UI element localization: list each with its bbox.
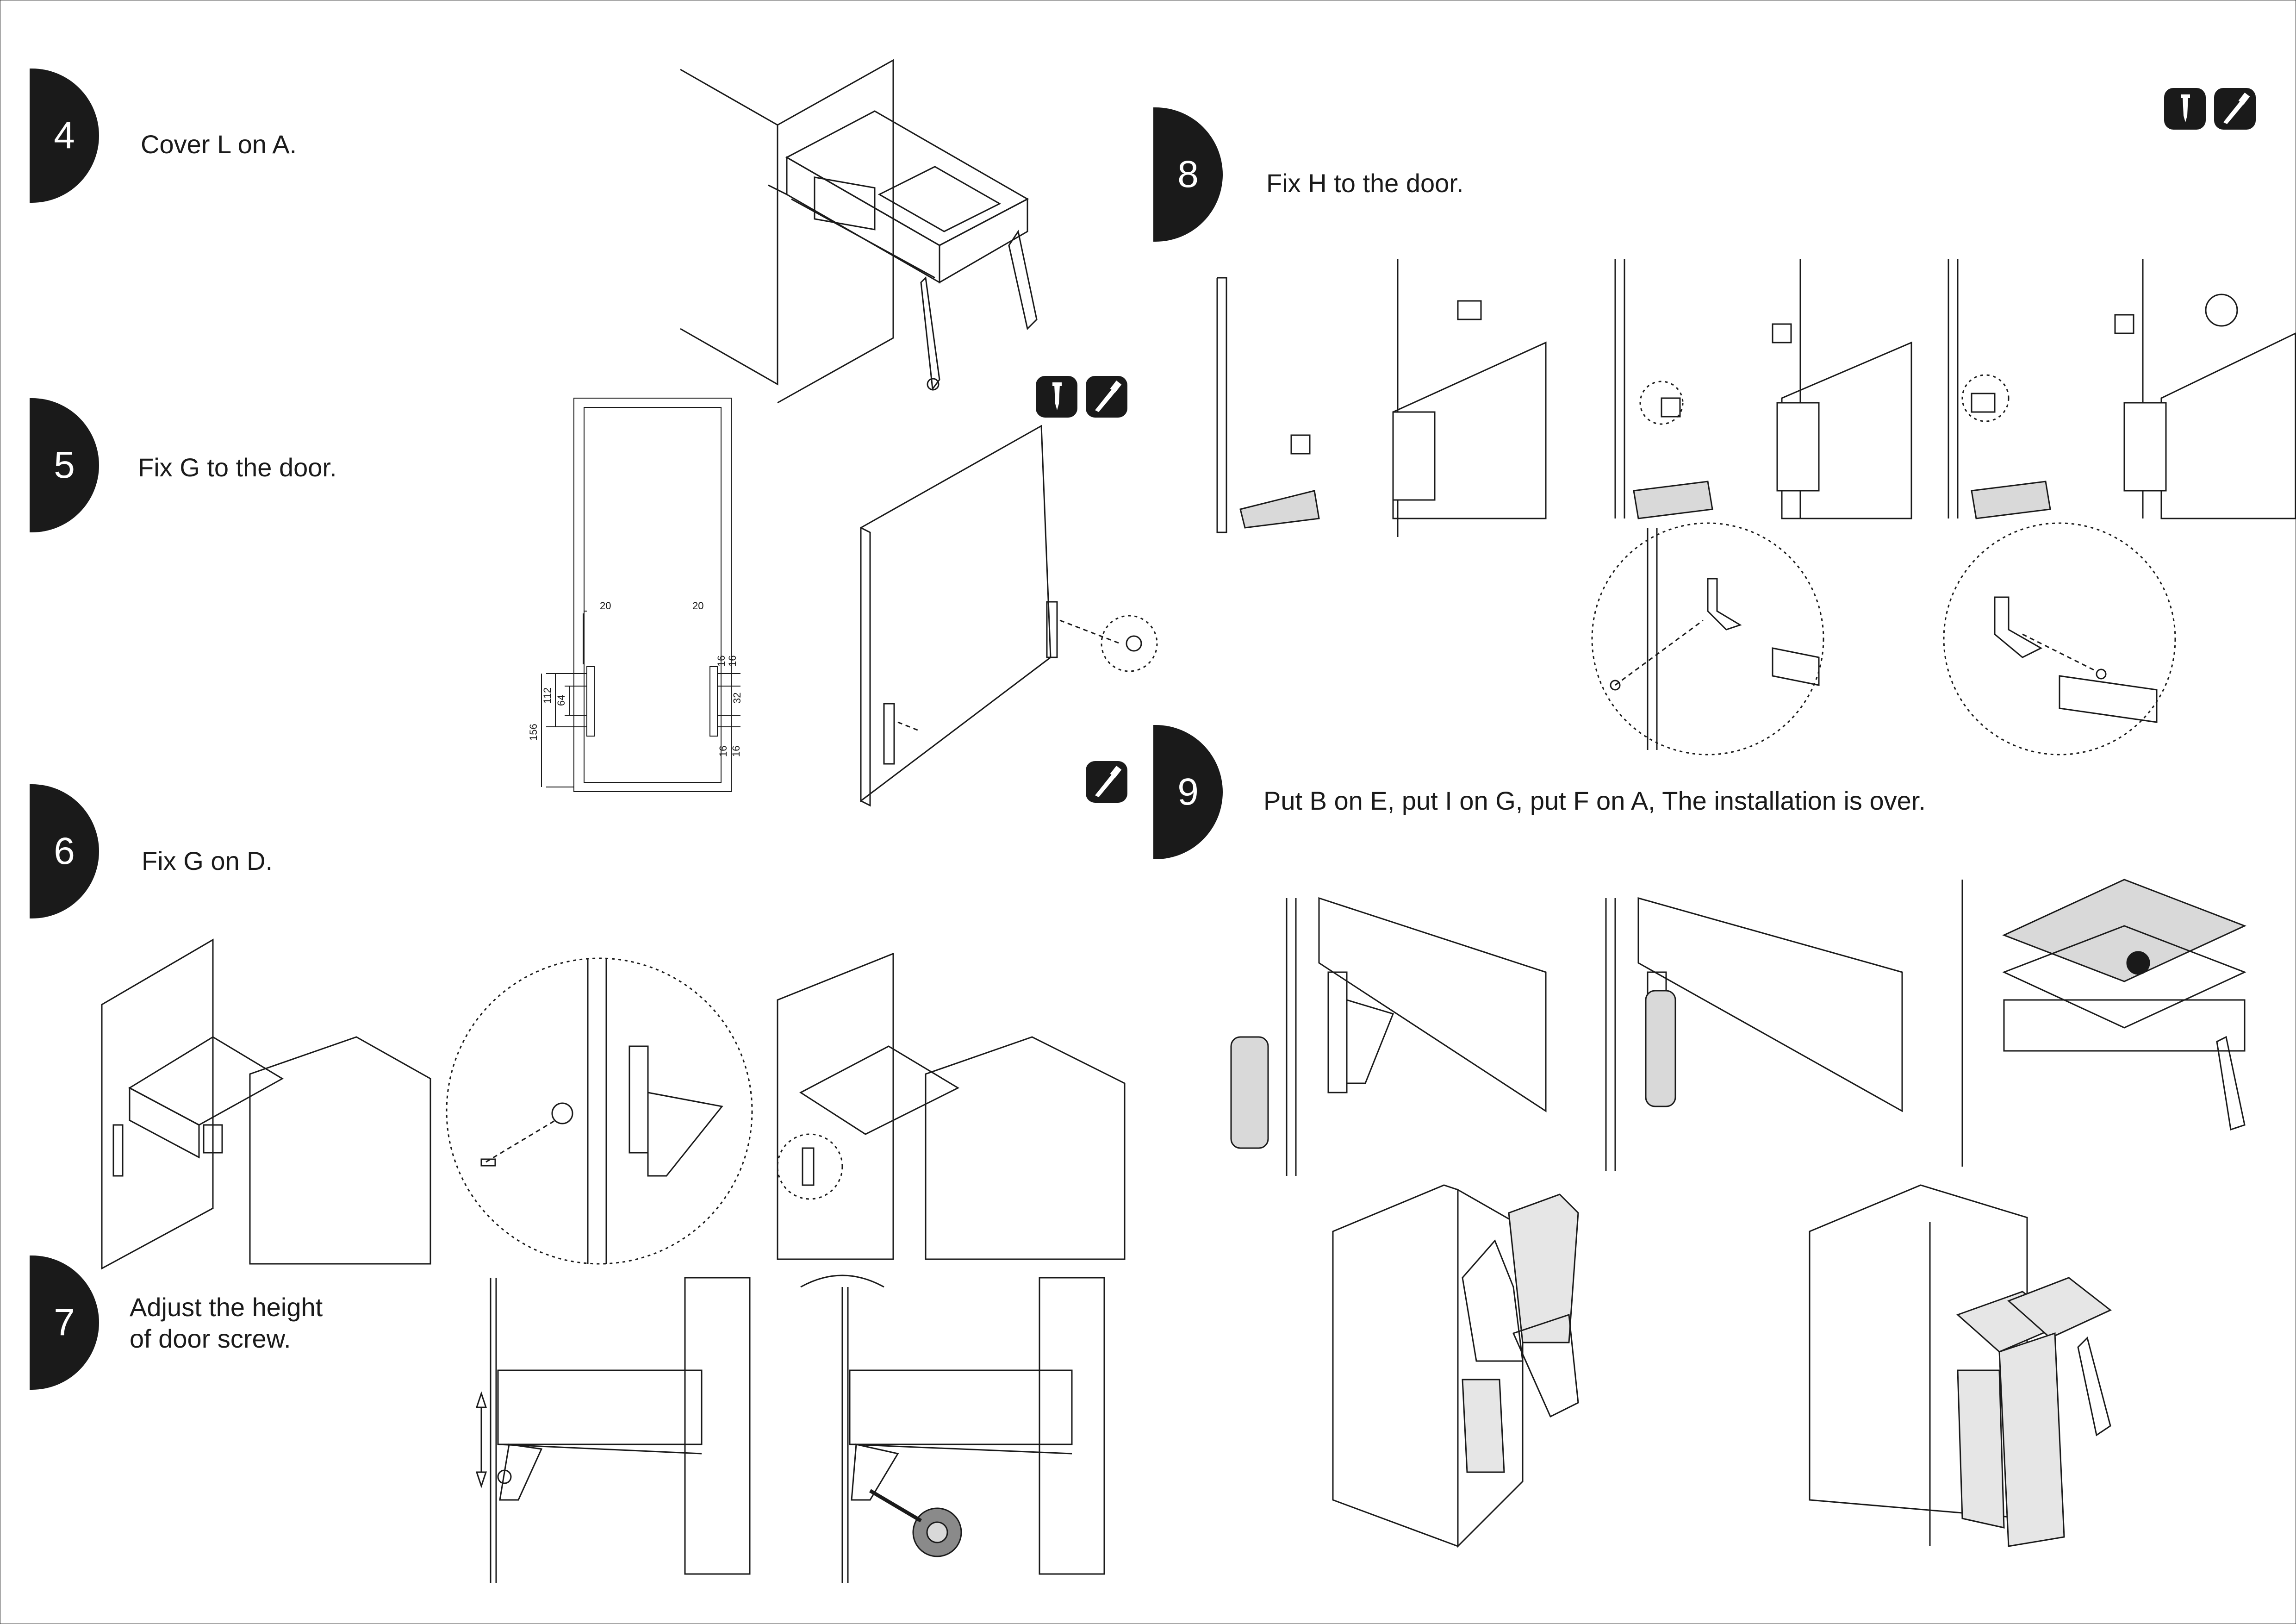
screwdriver-glyph [1095,766,1122,797]
screwdriver-glyph [2223,93,2250,124]
step-5-door-illustration [856,426,1162,806]
screw-icon [2164,88,2206,130]
step-9-panel-3 [1958,880,2296,1167]
step-8-detail-circle-2 [1939,518,2180,759]
dim-16-d: 16 [730,746,742,757]
step-6-cabinet-right [773,954,1134,1259]
screwdriver-glyph [1095,381,1122,412]
screwdriver-icon [1086,376,1127,418]
dim-64: 64 [555,695,567,706]
screw-icon [1036,376,1077,418]
step-9-text: Put B on E, put I on G, put F on A, The … [1263,786,1926,815]
step-number: 6 [54,830,75,872]
step-number: 9 [1177,771,1199,813]
dim-16-c: 16 [717,746,729,757]
dim-20-right: 20 [692,600,703,612]
screwdriver-icon [2214,88,2256,130]
step-5-text: Fix G to the door. [138,453,337,482]
step-8-panel-1 [1213,259,1546,537]
step-8-panel-3 [1944,259,2296,537]
screw-glyph [2181,94,2190,122]
step-number: 5 [54,444,75,486]
step-7-text-line1: Adjust the height [130,1293,323,1322]
step-8-text: Fix H to the door. [1266,169,1464,198]
dim-112: 112 [541,687,553,704]
step-4-illustration [676,60,1055,403]
dim-156: 156 [528,724,539,741]
screwdriver-icon [1086,761,1127,803]
step-8-panel-2 [1606,259,1911,537]
step-6-detail-circle [444,954,754,1268]
screw-glyph [1052,382,1062,410]
step-7-drawer-right [796,1268,1129,1583]
step-9-panel-1 [1226,898,1550,1185]
step-4-text: Cover L on A. [141,130,297,159]
step-7-text-line2: of door screw. [130,1324,291,1353]
dim-16-b: 16 [716,656,727,667]
step-6-cabinet-left [97,940,435,1268]
dim-20-left: 20 [600,600,611,612]
step-8-detail-circle-1 [1587,518,1828,759]
step-9-panel-2 [1601,898,1907,1185]
step-number: 8 [1177,153,1199,195]
step-9-final-cabinet-left [1328,1185,1699,1546]
step-5-dimension-drawing: 20 20 112 64 156 16 16 16 16 32 [528,398,743,796]
step-number: 7 [54,1301,75,1343]
step-6-text: Fix G on D. [142,846,273,875]
step-7-drawer-left [481,1268,750,1583]
step-number: 4 [54,114,75,156]
step-9-final-cabinet-right [1805,1185,2175,1546]
dim-32: 32 [731,693,743,704]
dim-16-a: 16 [727,656,738,667]
